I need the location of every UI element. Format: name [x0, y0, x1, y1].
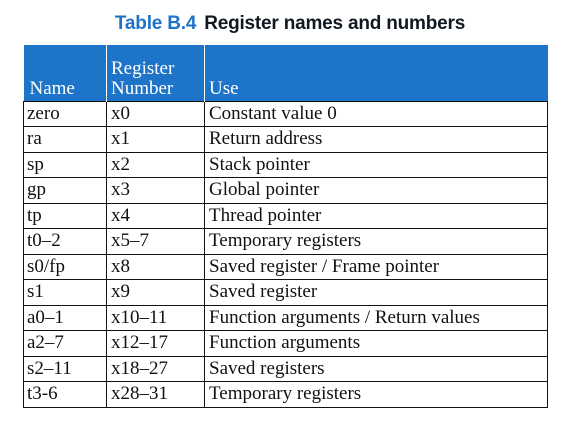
header-use: Use	[204, 45, 548, 101]
cell-name: t3-6	[23, 381, 107, 408]
cell-name: s0/fp	[23, 253, 107, 280]
table-header: Name Register Number Use	[23, 45, 548, 101]
cell-use: Stack pointer	[204, 151, 548, 178]
header-name: Name	[23, 45, 107, 101]
cell-use: Function arguments / Return values	[204, 304, 548, 331]
cell-number: x10–11	[106, 304, 205, 331]
header-register-line2: Number	[111, 77, 174, 99]
cell-use: Constant value 0	[204, 100, 548, 127]
cell-number: x0	[106, 100, 205, 127]
cell-number: x9	[106, 279, 205, 306]
cell-number: x2	[106, 151, 205, 178]
cell-name: gp	[23, 177, 107, 204]
cell-use: Function arguments	[204, 330, 548, 357]
cell-use: Temporary registers	[204, 381, 548, 408]
cell-number: x28–31	[106, 381, 205, 408]
cell-name: tp	[23, 202, 107, 229]
cell-name: sp	[23, 151, 107, 178]
table-title: Register names and numbers	[204, 13, 466, 34]
header-register-line1: Register	[111, 57, 175, 79]
cell-name: s2–11	[23, 355, 107, 382]
cell-number: x5–7	[106, 228, 205, 255]
cell-number: x1	[106, 126, 205, 153]
cell-use: Temporary registers	[204, 228, 548, 255]
cell-number: x4	[106, 202, 205, 229]
cell-number: x8	[106, 253, 205, 280]
header-register-number: Register Number	[106, 45, 205, 101]
cell-use: Return address	[204, 126, 548, 153]
cell-use: Saved register / Frame pointer	[204, 253, 548, 280]
table-number: Table B.4	[114, 13, 197, 34]
cell-name: zero	[23, 100, 107, 127]
header-row: Name Register Number Use	[23, 45, 548, 101]
cell-name: s1	[23, 279, 107, 306]
cell-name: a2–7	[23, 330, 107, 357]
cell-name: t0–2	[23, 228, 107, 255]
cell-name: ra	[23, 126, 107, 153]
cell-number: x18–27	[106, 355, 205, 382]
cell-use: Global pointer	[204, 177, 548, 204]
cell-use: Thread pointer	[204, 202, 548, 229]
cell-number: x12–17	[106, 330, 205, 357]
table-caption: Table B.4 Register names and numbers	[0, 13, 580, 35]
cell-name: a0–1	[23, 304, 107, 331]
cell-use: Saved register	[204, 279, 548, 306]
cell-number: x3	[106, 177, 205, 204]
cell-use: Saved registers	[204, 355, 548, 382]
